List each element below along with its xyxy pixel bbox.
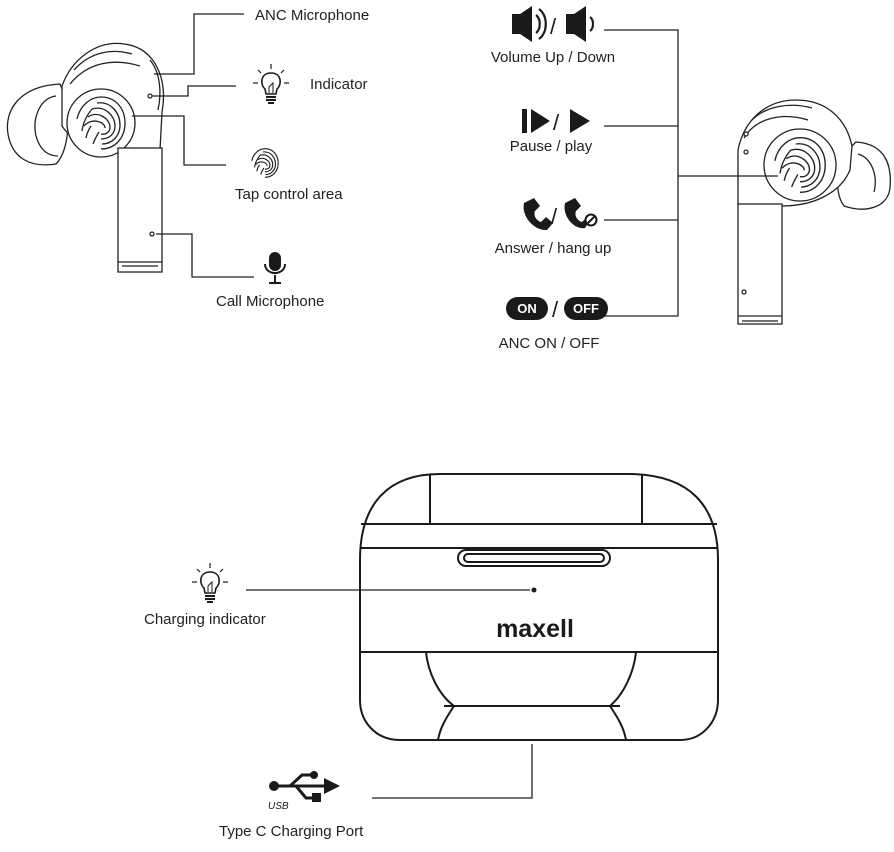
left-earbud [6,42,165,273]
tap-control-area-label: Tap control area [235,186,343,203]
charging-indicator-dot [531,587,537,593]
volume-label: Volume Up / Down [490,49,616,66]
case-callouts [246,589,533,799]
off-badge: OFF [564,297,608,320]
phone-hangup-icon [564,198,598,229]
answer-hangup-label: Answer / hang up [494,240,612,257]
usb-text: USB [268,801,289,812]
on-badge: ON [506,297,548,320]
right-earbud [737,99,891,325]
right-callouts [604,29,778,317]
usb-icon: USB [268,771,340,812]
fingerprint-icon [251,148,279,178]
pause-play-label: Pause / play [509,138,593,155]
phone-separator: / [551,204,558,229]
anc-on-off-label: ANC ON / OFF [498,335,600,352]
off-badge-text: OFF [573,301,599,316]
light-bulb-icon [191,562,229,603]
charging-case [359,473,719,741]
call-microphone-label: Call Microphone [216,293,325,310]
speaker-loud-icon [512,6,547,42]
volume-separator: / [550,14,557,39]
light-bulb-icon [252,63,290,104]
on-badge-text: ON [517,301,537,316]
speaker-soft-icon [566,6,595,42]
anc-separator: / [552,297,559,322]
microphone-icon [264,252,286,284]
pause-icon [522,109,550,133]
charging-indicator-label: Charging indicator [144,611,266,628]
anc-microphone-label: ANC Microphone [255,7,370,24]
play-icon [570,109,590,133]
phone-answer-icon [523,198,553,231]
type-c-port-label: Type C Charging Port [219,823,364,840]
indicator-label: Indicator [310,76,368,93]
case-brand-logo: maxell [496,615,574,643]
left-callouts [132,13,254,278]
play-separator: / [553,110,560,135]
